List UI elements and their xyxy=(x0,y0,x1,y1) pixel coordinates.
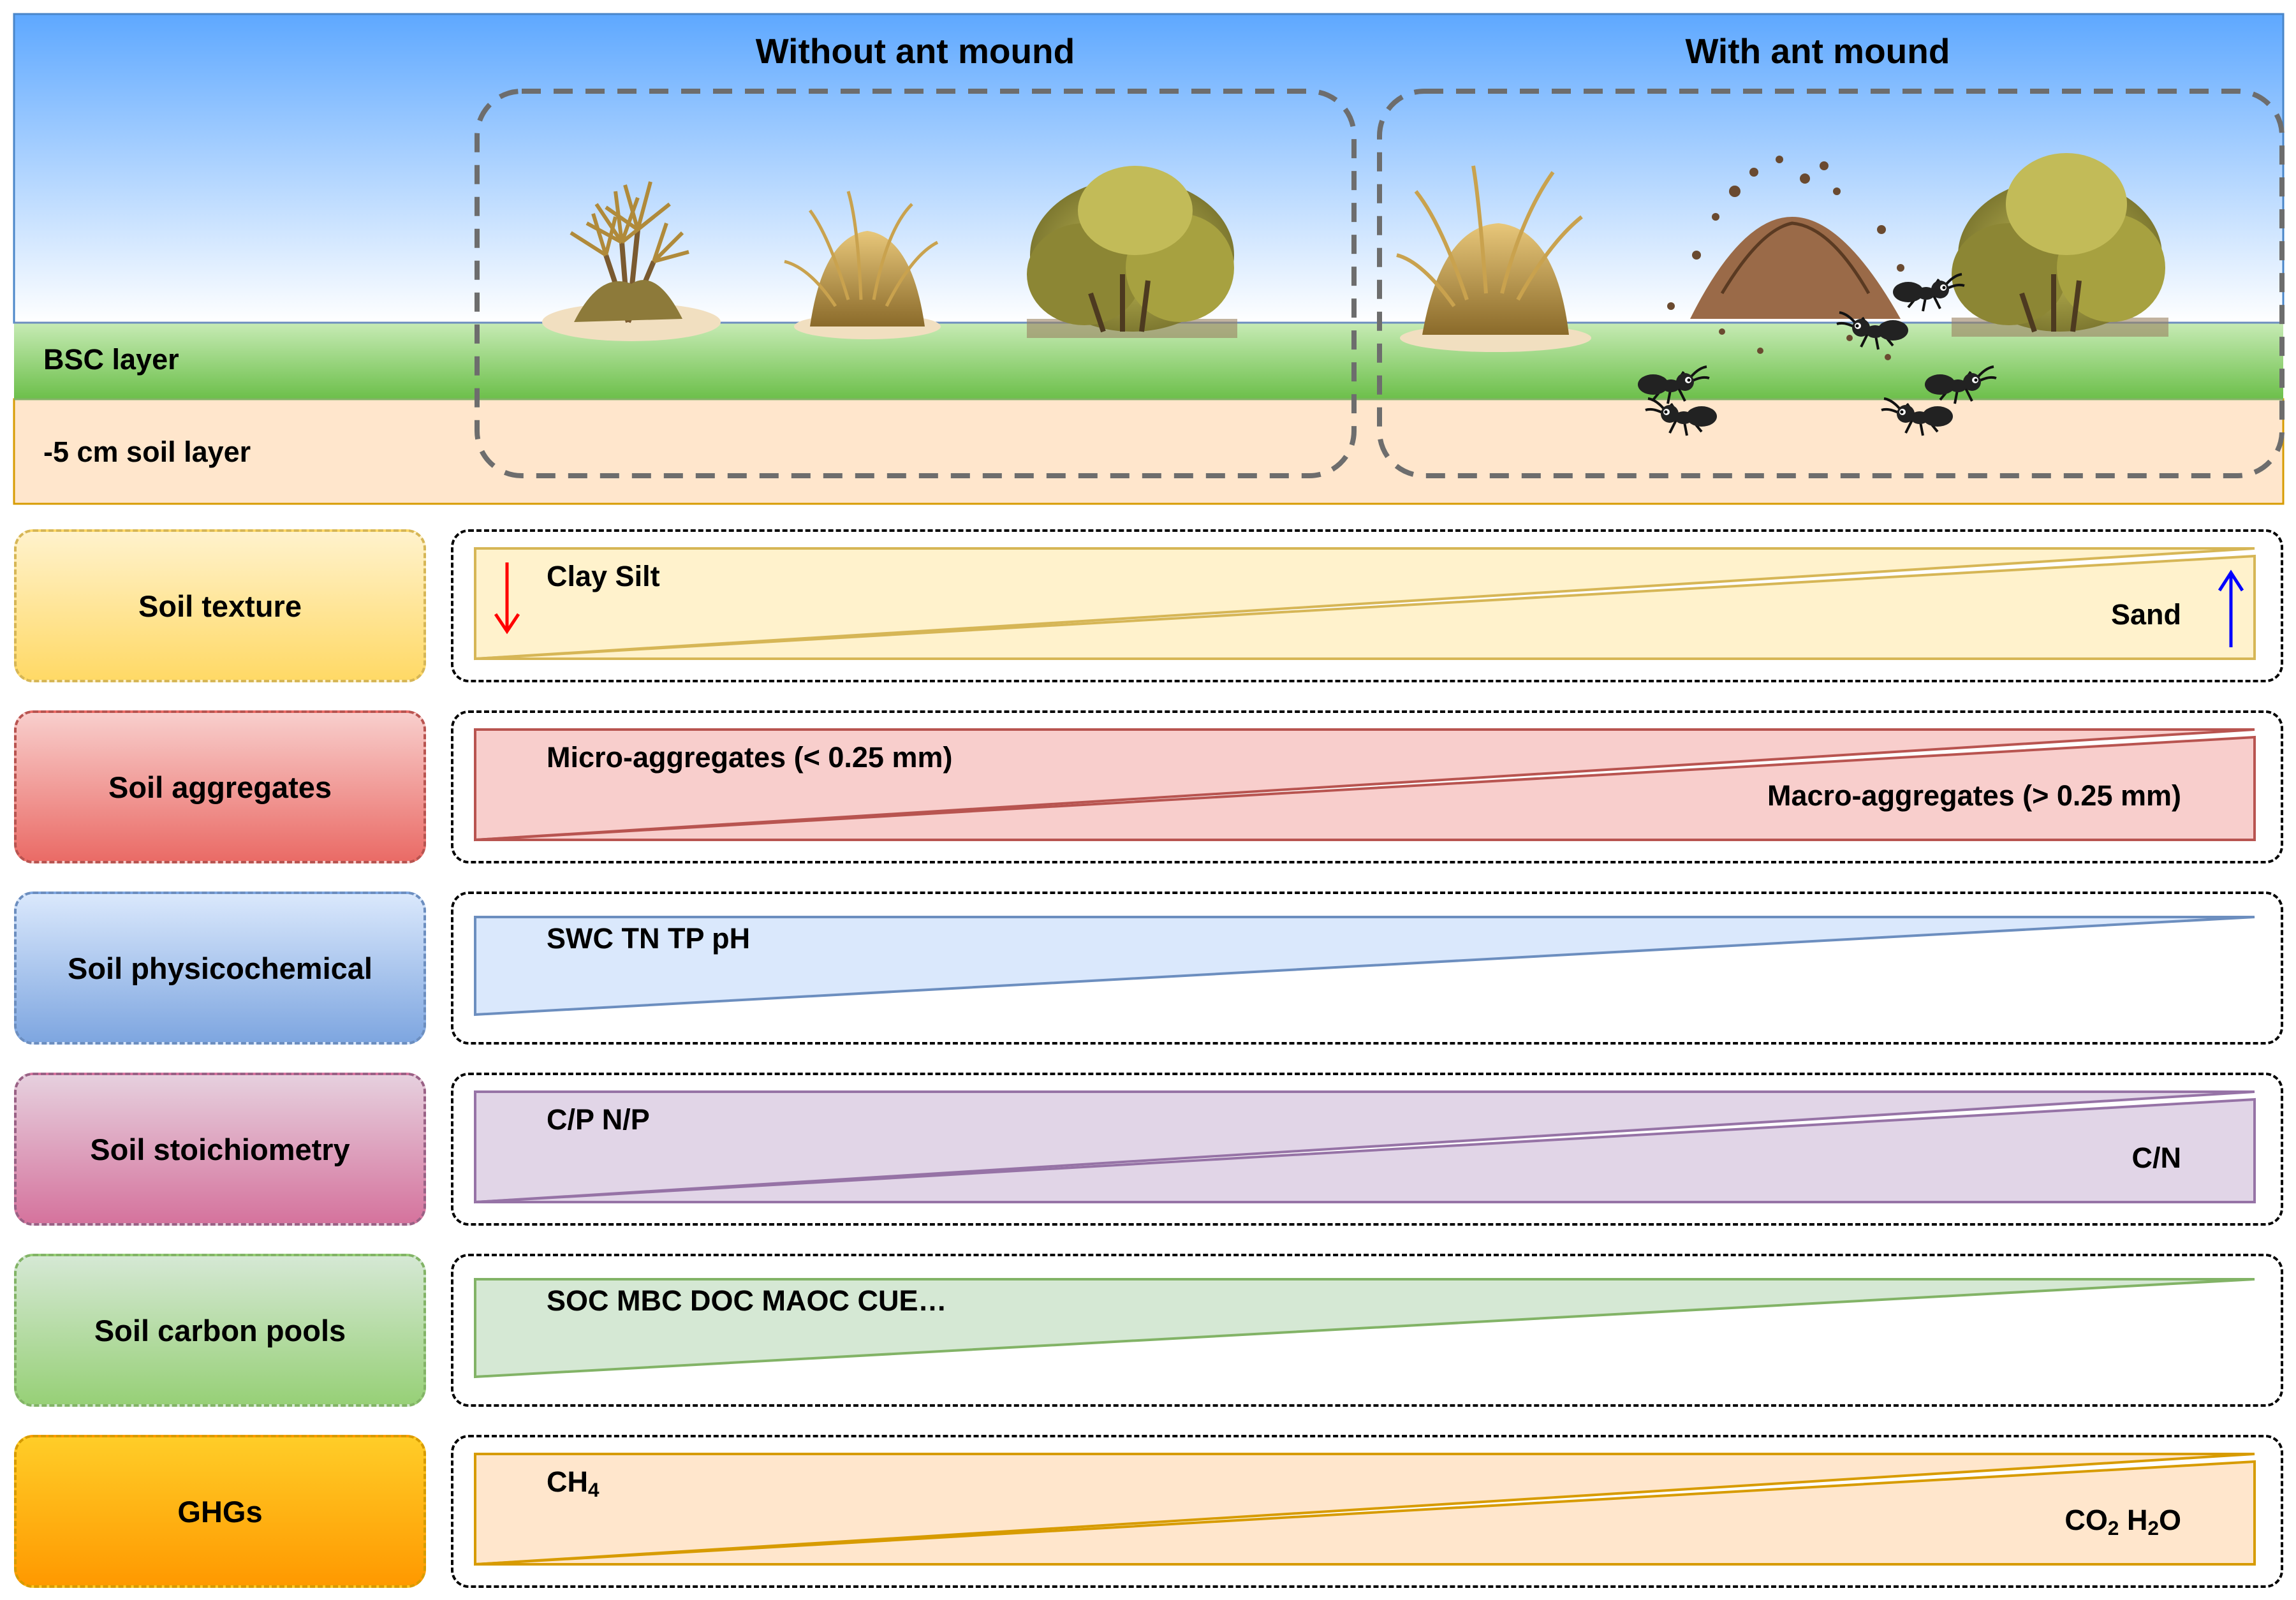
increasing-wedge xyxy=(475,1097,2256,1203)
row-frame-soil-aggregates xyxy=(451,710,2283,863)
left-label-ghgs: CH4 xyxy=(547,1465,600,1501)
category-soil-physicochemical: Soil physicochemical xyxy=(14,892,426,1045)
increasing-wedge xyxy=(475,1460,2256,1566)
plant-icon xyxy=(784,191,941,339)
category-soil-carbon-pools: Soil carbon pools xyxy=(14,1254,426,1407)
bsc-layer-label: BSC layer xyxy=(43,343,179,376)
soil-layer xyxy=(13,398,2285,505)
gradient-soil-stoichiometry xyxy=(474,1090,2256,1204)
row-frame-soil-stoichiometry xyxy=(451,1073,2283,1226)
decreasing-wedge xyxy=(474,916,2255,1017)
without-ant-mound-title: Without ant mound xyxy=(755,31,1075,71)
plant-icon xyxy=(1952,153,2168,337)
left-label-soil-physicochemical: SWC TN TP pH xyxy=(547,922,751,955)
decreasing-wedge xyxy=(474,728,2255,842)
left-label-soil-texture: Clay Silt xyxy=(547,560,660,592)
category-soil-texture: Soil texture xyxy=(14,529,426,682)
gradient-soil-texture xyxy=(474,547,2256,661)
without-mound-frame xyxy=(475,89,1357,478)
gradient-soil-physicochemical xyxy=(474,916,2255,1017)
plant-icon xyxy=(542,181,721,341)
row-frame-soil-physicochemical xyxy=(451,892,2283,1045)
gradient-soil-carbon-pools xyxy=(474,1278,2255,1379)
left-label-soil-carbon-pools: SOC MBC DOC MAOC CUE… xyxy=(547,1284,947,1317)
ant-icon xyxy=(1881,397,1953,436)
ant-icon xyxy=(1836,311,1908,350)
down-arrow-icon xyxy=(494,562,520,635)
plant-icon xyxy=(1396,165,1591,352)
up-arrow-icon xyxy=(2218,569,2244,647)
right-label-ghgs: CO2 H2O xyxy=(2064,1504,2181,1539)
gradient-soil-aggregates xyxy=(474,728,2256,842)
left-label-soil-aggregates: Micro-aggregates (< 0.25 mm) xyxy=(547,741,953,774)
with-mound-frame xyxy=(1377,89,2285,478)
increasing-wedge xyxy=(475,735,2256,841)
gradient-ghgs xyxy=(474,1453,2256,1566)
soil-layer-label: -5 cm soil layer xyxy=(43,436,251,468)
category-soil-aggregates: Soil aggregates xyxy=(14,710,426,863)
decreasing-wedge xyxy=(474,1453,2255,1566)
ant-icon xyxy=(1638,365,1710,404)
ant-icon xyxy=(1893,273,1965,312)
ant-icon xyxy=(1645,397,1717,436)
decreasing-wedge xyxy=(474,1090,2255,1204)
with-ant-mound-title: With ant mound xyxy=(1685,31,1950,71)
row-frame-soil-carbon-pools xyxy=(451,1254,2283,1407)
category-soil-stoichiometry: Soil stoichiometry xyxy=(14,1073,426,1226)
right-label-soil-texture: Sand xyxy=(2110,598,2181,631)
right-label-soil-stoichiometry: C/N xyxy=(2131,1141,2182,1174)
left-label-soil-stoichiometry: C/P N/P xyxy=(547,1103,650,1136)
decreasing-wedge xyxy=(474,1278,2255,1379)
row-frame-ghgs xyxy=(451,1435,2283,1588)
ecosystem-scene xyxy=(13,13,2285,505)
increasing-wedge xyxy=(475,554,2256,660)
ant-icon xyxy=(1925,365,1997,404)
right-label-soil-aggregates: Macro-aggregates (> 0.25 mm) xyxy=(1767,779,2181,812)
row-frame-soil-texture xyxy=(451,529,2283,682)
plant-icon xyxy=(1027,166,1237,338)
ant-mound xyxy=(1667,156,1904,360)
category-ghgs: GHGs xyxy=(14,1435,426,1588)
decreasing-wedge xyxy=(474,547,2255,661)
